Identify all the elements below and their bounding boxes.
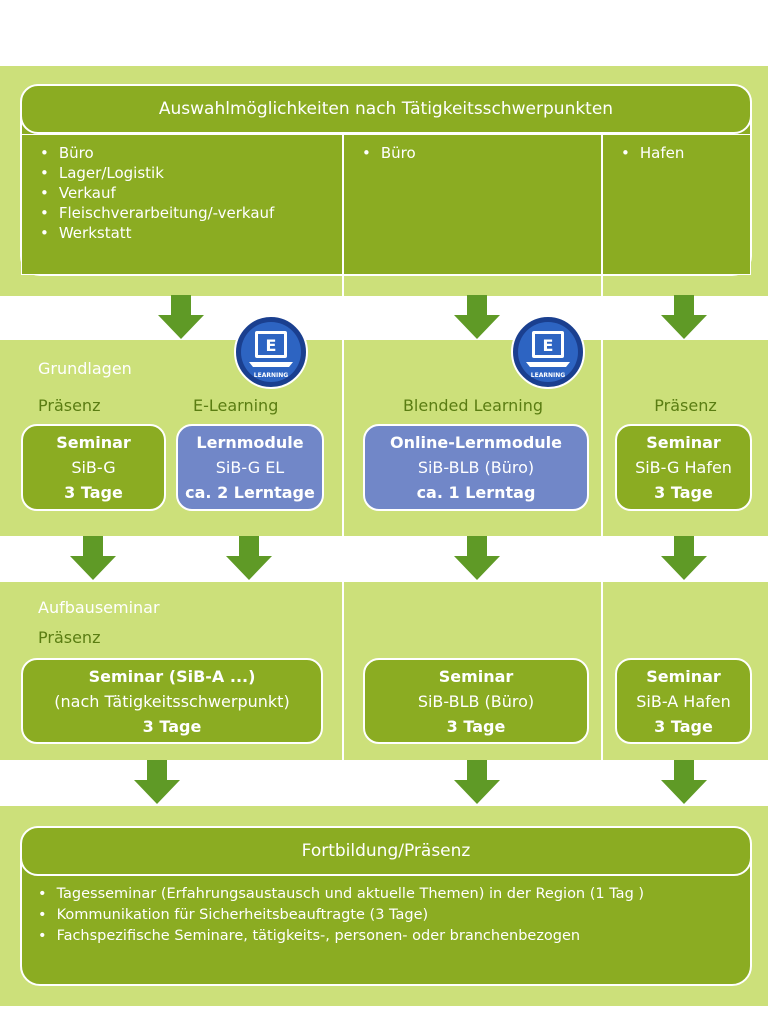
column-divider [601, 582, 603, 760]
aufbau-title: Aufbauseminar [38, 598, 160, 617]
down-arrow-icon [454, 760, 500, 804]
seminar-sib-g-hafen-box: Seminar SiB-G Hafen 3 Tage [615, 424, 752, 511]
down-arrow-icon [134, 760, 180, 804]
list-item: Fleischverarbeitung/-verkauf [34, 203, 330, 223]
seminar-sib-a-hafen-box: Seminar SiB-A Hafen 3 Tage [615, 658, 752, 744]
down-arrow-icon [158, 295, 204, 339]
grundlagen-title: Grundlagen [38, 359, 132, 378]
header-divider [601, 276, 603, 296]
fortbildung-list: Tagesseminar (Erfahrungsaustausch und ak… [38, 884, 644, 947]
list-item: Verkauf [34, 183, 330, 203]
online-lernmodule-box: Online-Lernmodule SiB-BLB (Büro) ca. 1 L… [363, 424, 589, 511]
column-divider [601, 340, 603, 536]
header-divider [342, 276, 344, 296]
list-item: Tagesseminar (Erfahrungsaustausch und ak… [38, 884, 644, 905]
elearning-badge-icon: E LEARNING [511, 315, 585, 389]
down-arrow-icon [661, 760, 707, 804]
header-col2: Büro [343, 134, 602, 275]
blended-learning-label: Blended Learning [402, 396, 544, 415]
elearning-badge-icon: E LEARNING [234, 315, 308, 389]
svg-text:E: E [266, 336, 277, 355]
svg-text:LEARNING: LEARNING [254, 372, 288, 379]
seminar-sib-blb-box: Seminar SiB-BLB (Büro) 3 Tage [363, 658, 589, 744]
down-arrow-icon [454, 295, 500, 339]
header-col1: Büro Lager/Logistik Verkauf Fleischverar… [21, 134, 343, 275]
column-divider [342, 582, 344, 760]
column-divider [342, 340, 344, 536]
seminar-sib-g-box: Seminar SiB-G 3 Tage [21, 424, 166, 511]
down-arrow-icon [661, 536, 707, 580]
list-item: Büro [356, 143, 589, 163]
svg-text:E: E [543, 336, 554, 355]
list-item: Fachspezifische Seminare, tätigkeits-, p… [38, 926, 644, 947]
list-item: Büro [34, 143, 330, 163]
seminar-sib-a-box: Seminar (SiB-A ...) (nach Tätigkeitsschw… [21, 658, 323, 744]
praesenz-hafen-label: Präsenz [654, 396, 717, 415]
elearning-label: E-Learning [193, 396, 279, 415]
header-col3: Hafen [602, 134, 751, 275]
list-item: Kommunikation für Sicherheitsbeauftragte… [38, 905, 644, 926]
praesenz-label: Präsenz [38, 396, 101, 415]
fortbildung-title: Fortbildung/Präsenz [20, 826, 752, 876]
lernmodule-sib-g-el-box: Lernmodule SiB-G EL ca. 2 Lerntage [176, 424, 324, 511]
list-item: Hafen [615, 143, 738, 163]
list-item: Werkstatt [34, 223, 330, 243]
svg-text:LEARNING: LEARNING [531, 372, 565, 379]
list-item: Lager/Logistik [34, 163, 330, 183]
header-title: Auswahlmöglichkeiten nach Tätigkeitsschw… [20, 84, 752, 134]
down-arrow-icon [454, 536, 500, 580]
down-arrow-icon [70, 536, 116, 580]
down-arrow-icon [226, 536, 272, 580]
aufbau-praesenz-label: Präsenz [38, 628, 101, 647]
down-arrow-icon [661, 295, 707, 339]
